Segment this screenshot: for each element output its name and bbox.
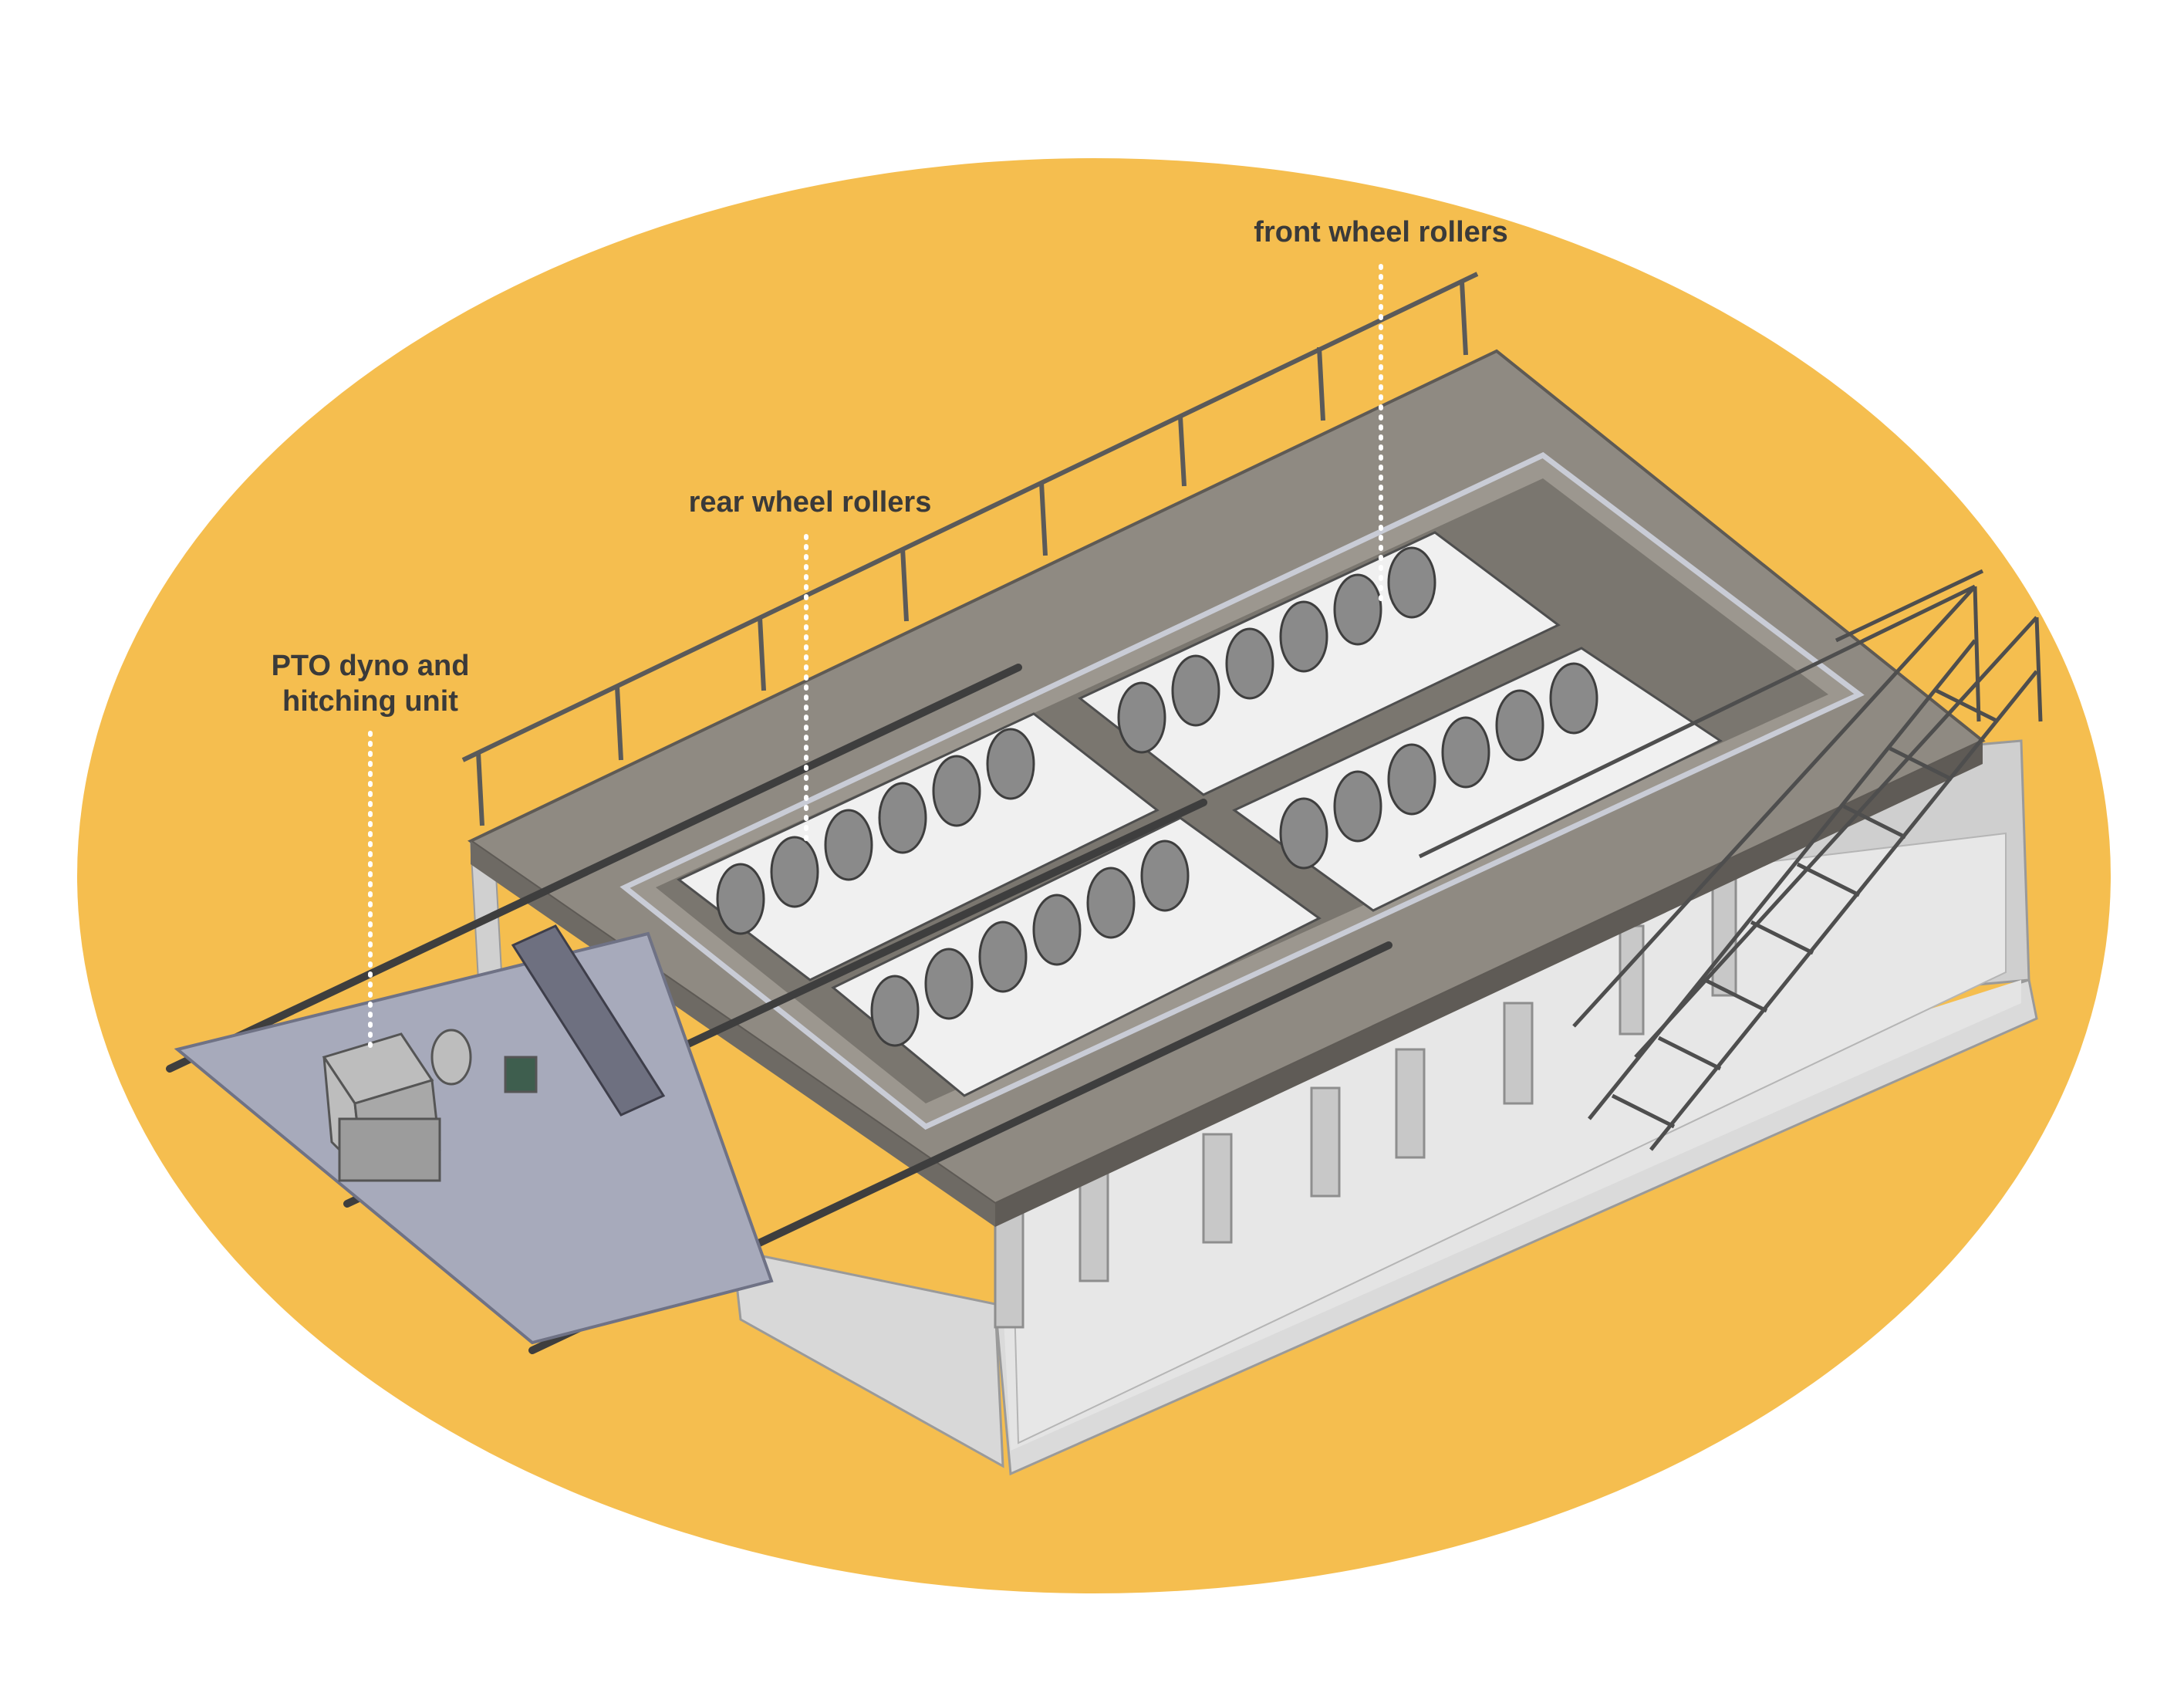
label-pto-line2: hitching unit: [282, 685, 458, 718]
rear-roller: [978, 921, 1028, 993]
railing-post: [758, 617, 766, 691]
dyno-coupling: [504, 1056, 538, 1093]
label-pto-line1: PTO dyno and: [271, 650, 470, 682]
stair-tread: [1657, 1036, 1722, 1071]
leader-lines: [368, 264, 1383, 1052]
front-roller: [1333, 770, 1382, 843]
pit-floor: [1003, 980, 2021, 1451]
stair-tread: [1703, 978, 1768, 1013]
stair-tread: [1611, 1093, 1676, 1129]
railing-post: [615, 686, 623, 761]
rear-roller-pit-upper: [677, 712, 1160, 982]
stair-tread: [1842, 804, 1907, 840]
stair-tread: [1889, 746, 1953, 782]
front-roller: [1171, 654, 1220, 727]
stair-handrail: [1634, 616, 2038, 1059]
front-roller: [1225, 627, 1274, 700]
column: [1310, 1086, 1341, 1198]
front-roller: [1279, 600, 1328, 673]
deck-side-face: [995, 741, 1983, 1227]
railing-post: [1460, 281, 1468, 356]
front-roller: [1495, 689, 1544, 762]
stair-stringer: [1649, 670, 2038, 1151]
column: [1503, 1002, 1534, 1105]
guard-railing: [461, 272, 1479, 826]
dyno-shaft: [430, 1029, 472, 1086]
label-front-wheel-rollers: front wheel rollers: [1203, 215, 1558, 250]
pto-hitching-unit: [174, 924, 774, 1345]
landing-rail: [1418, 584, 1976, 859]
railing-post: [1039, 481, 1048, 556]
column: [1078, 1171, 1109, 1282]
label-front-text: front wheel rollers: [1254, 216, 1508, 248]
label-rear-text: rear wheel rollers: [688, 486, 932, 519]
rear-roller: [716, 863, 765, 935]
rear-roller: [1140, 840, 1190, 912]
front-roller: [1441, 716, 1490, 789]
stair-tread: [1935, 688, 2000, 724]
rear-roller: [924, 948, 974, 1020]
label-rear-wheel-rollers: rear wheel rollers: [633, 485, 987, 520]
label-pto-dyno: PTO dyno and hitching unit: [224, 648, 517, 719]
pto-dyno: [322, 1029, 538, 1182]
front-roller: [1549, 662, 1598, 735]
rear-roller: [1032, 894, 1082, 966]
front-roller: [1387, 546, 1436, 619]
rear-wheel-rollers: [677, 712, 1322, 1097]
landing-post: [2034, 617, 2043, 722]
column: [1619, 924, 1645, 1036]
railing-post: [1317, 346, 1325, 421]
pit-front-wall: [731, 1248, 1004, 1468]
landing-post: [1973, 586, 1981, 722]
staircase: [1418, 569, 2043, 1151]
landing-rail: [1835, 569, 1984, 643]
rear-roller-pit-lower: [831, 816, 1322, 1097]
stair-handrail: [1572, 585, 1976, 1028]
front-roller: [1117, 681, 1166, 754]
pto-mount-panel: [511, 924, 666, 1117]
rear-roller: [932, 755, 981, 827]
rear-roller: [824, 809, 873, 881]
rear-roller: [870, 975, 920, 1047]
rear-roller: [878, 782, 927, 854]
railing-post: [1178, 416, 1187, 487]
railing-top-bar: [461, 272, 1479, 762]
front-roller: [1387, 743, 1436, 816]
deck-front-face: [471, 841, 995, 1227]
front-wheel-rollers: [1078, 531, 1723, 912]
railing-post: [900, 547, 909, 622]
rear-roller: [1086, 867, 1136, 939]
rear-roller: [986, 728, 1035, 800]
front-roller: [1333, 573, 1382, 646]
railing-post: [476, 752, 484, 826]
rear-roller: [770, 836, 819, 908]
front-roller: [1279, 797, 1328, 870]
column: [1395, 1048, 1426, 1159]
stair-tread: [1750, 920, 1814, 955]
stair-tread: [1796, 862, 1861, 897]
dyno-motor: [338, 1117, 441, 1182]
hitch-rail: [166, 664, 1022, 1073]
column: [1202, 1133, 1233, 1244]
